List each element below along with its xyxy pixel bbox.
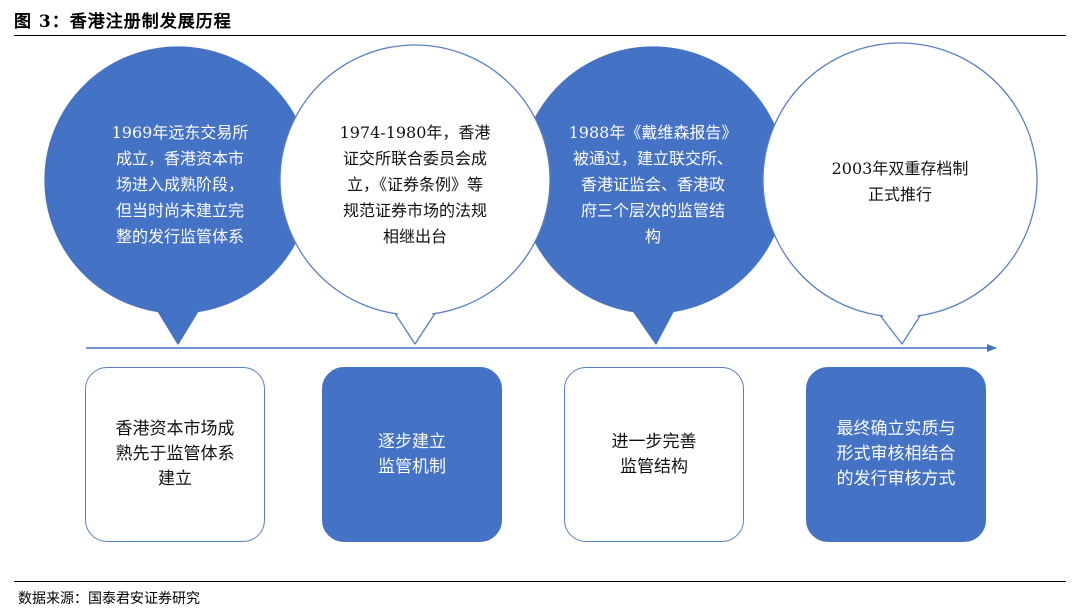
milestone-bubble-2 <box>279 44 551 345</box>
source-note: 数据来源：国泰君安证券研究 <box>18 591 200 607</box>
figure-title: 图 3：香港注册制发展历程 <box>14 12 232 32</box>
milestone-bubbles <box>44 42 1038 345</box>
milestone-bubble-3 <box>519 46 787 345</box>
stage-box-2: 逐步建立 监管机制 <box>322 367 502 542</box>
bubble-pointer-join <box>157 305 199 341</box>
top-rule <box>14 35 1066 36</box>
bubble-pointer-join <box>393 307 437 341</box>
milestone-bubble-4 <box>762 42 1038 345</box>
stage-box-4: 最终确立实质与 形式审核相结合 的发行审核方式 <box>806 367 986 542</box>
stage-box-3: 进一步完善 监管结构 <box>564 367 744 542</box>
milestone-text-1969: 1969年远东交易所 成立，香港资本市 场进入成熟阶段， 但当时尚未建立完 整的… <box>111 123 249 246</box>
milestone-text-1974: 1974-1980年，香港 证交所联合委员会成 立，《证券条例》等 规范证券市场… <box>339 123 491 246</box>
bubble-pointer-join <box>878 309 922 341</box>
stage-box-1: 香港资本市场成 熟先于监管体系 建立 <box>85 367 265 542</box>
bubble-pointer-join <box>632 305 674 341</box>
bottom-rule <box>14 581 1066 582</box>
milestone-text-2003: 2003年双重存档制 正式推行 <box>831 159 969 204</box>
milestone-text-1988: 1988年《戴维森报告》 被通过，建立联交所、 香港证监会、香港政 府三个层次的… <box>568 123 738 246</box>
